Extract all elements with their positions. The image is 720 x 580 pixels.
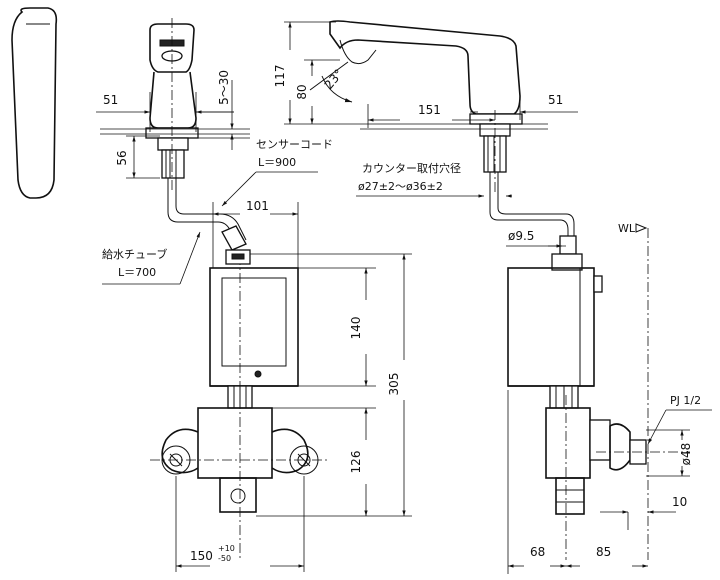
dim-68-label: 68 [530, 545, 545, 559]
control-box-side [507, 235, 603, 409]
dim-51-side-label: 51 [548, 93, 563, 107]
dim-305-label: 305 [387, 373, 401, 396]
sensor-cord-label: センサーコード [256, 138, 333, 151]
dim-150: 150 +10 -50 [175, 476, 305, 572]
pj-callout: PJ 1/2 [647, 394, 712, 445]
dim-151-label: 151 [418, 103, 441, 117]
dim-305: 305 [250, 253, 412, 517]
dim-51-front-label: 51 [103, 93, 118, 107]
valve-body-side [545, 395, 690, 560]
sensor-connector [221, 225, 251, 265]
dim-150-tol-minus: -50 [218, 554, 231, 563]
faucet-side-view [309, 20, 548, 195]
dim-85-label: 85 [596, 545, 611, 559]
counter-hole-label: カウンター取付穴径 [362, 161, 461, 175]
dim-10-label: 10 [672, 495, 687, 509]
dim-9-5: ø9.5 [506, 229, 566, 248]
dim-5-30-label: 5～30 [217, 70, 231, 105]
supply-tube-label: 給水チューブ [102, 247, 167, 261]
dim-140-label: 140 [349, 317, 363, 340]
supply-tube-side [489, 172, 575, 236]
dim-9-5-label: ø9.5 [508, 229, 534, 243]
dim-140: 140 [298, 267, 376, 387]
dim-68-85: 68 85 [507, 390, 648, 574]
dim-151: 151 [367, 103, 495, 128]
dim-126: 126 [272, 407, 376, 516]
dim-101: 101 [212, 199, 299, 268]
supply-tube-length: L＝700 [118, 266, 156, 279]
dim-117: 117 [273, 21, 360, 125]
dim-10: 10 [600, 495, 687, 530]
dim-150-tol-plus: +10 [218, 544, 235, 553]
dim-angle: 23° [322, 67, 346, 92]
dim-angle-label: 23° [322, 67, 346, 92]
dim-101-label: 101 [246, 199, 269, 213]
dim-117-label: 117 [273, 65, 287, 88]
wl-label: WL [618, 222, 636, 235]
dim-51-front: 51 [96, 92, 234, 132]
dim-80-label: 80 [295, 84, 309, 99]
dim-48: ø48 [646, 429, 693, 477]
pj-label: PJ 1/2 [670, 394, 701, 407]
dim-56: 56 [115, 135, 160, 179]
control-box-front [209, 267, 299, 409]
sensor-cord-length: L＝900 [258, 156, 296, 169]
valve-body-front [150, 407, 330, 513]
supply-tube-callout: 給水チューブ L＝700 [102, 231, 201, 285]
counter-hole-callout: カウンター取付穴径 ø27±2～ø36±2 [356, 161, 512, 198]
dim-126-label: 126 [349, 451, 363, 474]
dim-5-30: 5～30 [198, 70, 250, 150]
dim-56-label: 56 [115, 150, 129, 165]
dim-51-side: 51 [470, 92, 578, 120]
sensor-cord-callout: センサーコード L＝900 [221, 138, 333, 207]
counter-hole-dia: ø27±2～ø36±2 [358, 180, 443, 193]
supply-tube-front [167, 178, 247, 245]
dim-80: 80 [295, 59, 340, 124]
wl-callout: WL [618, 222, 648, 235]
dim-48-label: ø48 [679, 443, 693, 466]
dim-150-label: 150 [190, 549, 213, 563]
faucet-top-view [11, 7, 58, 199]
